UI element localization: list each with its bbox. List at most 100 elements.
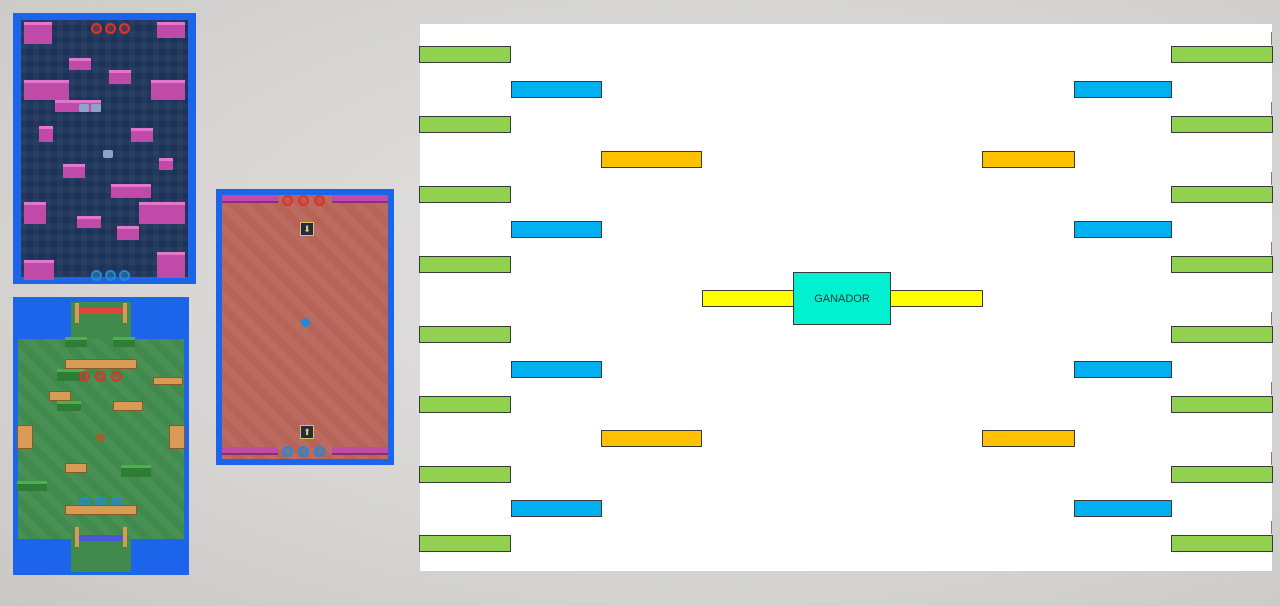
skull-icon: [91, 104, 101, 112]
bush: [113, 337, 135, 347]
right-round2-slot[interactable]: [1074, 361, 1172, 378]
blue-spawn-marker: [298, 446, 309, 457]
bush: [57, 369, 85, 381]
crate-row: [153, 377, 183, 385]
crate-row: [49, 391, 71, 401]
right-round1-slot[interactable]: [1171, 256, 1273, 273]
map-thumbnail-3: ⬇ ⬆: [216, 189, 394, 465]
blue-spawn-marker: [105, 270, 116, 281]
winner-label: GANADOR: [814, 292, 870, 305]
map-arena-red: [222, 195, 388, 459]
ball-icon: [301, 318, 310, 327]
bush: [65, 337, 87, 347]
red-spawn-marker: [91, 23, 102, 34]
left-final-slot[interactable]: [702, 290, 794, 307]
wall-block: [159, 158, 173, 170]
left-round2-slot[interactable]: [511, 500, 602, 517]
blue-spawn-marker: [91, 270, 102, 281]
blue-spawn-marker: [119, 270, 130, 281]
red-goal-net: [79, 308, 123, 314]
right-semifinal-slot[interactable]: [982, 151, 1075, 168]
left-round1-slot[interactable]: [419, 326, 511, 343]
up-arrow-icon: ⬆: [300, 425, 314, 439]
winner-box[interactable]: GANADOR: [793, 272, 891, 325]
bush: [57, 401, 81, 411]
wall-block: [24, 202, 46, 224]
right-round2-slot[interactable]: [1074, 81, 1172, 98]
wall-block: [77, 216, 101, 228]
wall-block: [109, 70, 131, 84]
edge-mark: [1271, 312, 1272, 325]
bush: [17, 481, 47, 491]
right-round1-slot[interactable]: [1171, 186, 1273, 203]
wall-block: [131, 128, 153, 142]
left-round2-slot[interactable]: [511, 221, 602, 238]
map-arena-dark: [21, 20, 188, 281]
red-spawn-marker: [282, 195, 293, 206]
right-round1-slot[interactable]: [1171, 396, 1273, 413]
down-arrow-icon: ⬇: [300, 222, 314, 236]
red-spawn-marker: [111, 371, 122, 382]
bush: [121, 465, 151, 477]
wall-block: [24, 260, 54, 280]
wall-block: [63, 164, 85, 178]
left-round1-slot[interactable]: [419, 466, 511, 483]
right-final-slot[interactable]: [890, 290, 983, 307]
soccer-ball-icon: [96, 433, 105, 442]
left-round1-slot[interactable]: [419, 186, 511, 203]
blue-spawn-marker: [282, 446, 293, 457]
left-round1-slot[interactable]: [419, 535, 511, 552]
goal-area-bottom: [71, 536, 131, 572]
red-spawn-marker: [79, 371, 90, 382]
left-round1-slot[interactable]: [419, 256, 511, 273]
edge-mark: [1271, 32, 1272, 45]
wall-block: [55, 100, 101, 112]
right-semifinal-slot[interactable]: [982, 430, 1075, 447]
right-round2-slot[interactable]: [1074, 221, 1172, 238]
red-spawn-marker: [119, 23, 130, 34]
tournament-bracket: GANADOR: [419, 24, 1273, 571]
wall-strip: [222, 447, 278, 455]
crate-row: [65, 359, 137, 369]
goal-post: [75, 527, 79, 547]
wall-strip: [222, 195, 278, 203]
left-round1-slot[interactable]: [419, 116, 511, 133]
red-spawn-marker: [105, 23, 116, 34]
edge-mark: [1271, 102, 1272, 115]
crate-row: [113, 401, 143, 411]
red-spawn-marker: [95, 371, 106, 382]
red-spawn-marker: [314, 195, 325, 206]
left-round2-slot[interactable]: [511, 361, 602, 378]
left-round1-slot[interactable]: [419, 46, 511, 63]
left-round2-slot[interactable]: [511, 81, 602, 98]
wall-block: [139, 202, 185, 224]
blue-goal-net: [79, 535, 123, 541]
wall-strip: [332, 195, 388, 203]
left-round1-slot[interactable]: [419, 396, 511, 413]
goal-post: [123, 527, 127, 547]
left-semifinal-slot[interactable]: [601, 151, 702, 168]
wall-block: [157, 252, 185, 278]
edge-mark: [1271, 382, 1272, 395]
crate-icon: [103, 150, 113, 158]
crate-stack: [169, 425, 185, 449]
red-spawn-marker: [298, 195, 309, 206]
wall-block: [24, 22, 52, 44]
right-round2-slot[interactable]: [1074, 500, 1172, 517]
wall-block: [151, 80, 185, 100]
right-round1-slot[interactable]: [1171, 326, 1273, 343]
edge-mark: [1271, 172, 1272, 185]
goal-post: [75, 303, 79, 323]
wall-block: [39, 126, 53, 142]
wall-block: [157, 22, 185, 38]
right-round1-slot[interactable]: [1171, 46, 1273, 63]
right-round1-slot[interactable]: [1171, 116, 1273, 133]
edge-mark: [1271, 521, 1272, 534]
left-semifinal-slot[interactable]: [601, 430, 702, 447]
skull-icon: [79, 104, 89, 112]
crate-row: [65, 463, 87, 473]
right-round1-slot[interactable]: [1171, 466, 1273, 483]
blue-spawn-marker: [314, 446, 325, 457]
wall-block: [24, 80, 69, 100]
right-round1-slot[interactable]: [1171, 535, 1273, 552]
